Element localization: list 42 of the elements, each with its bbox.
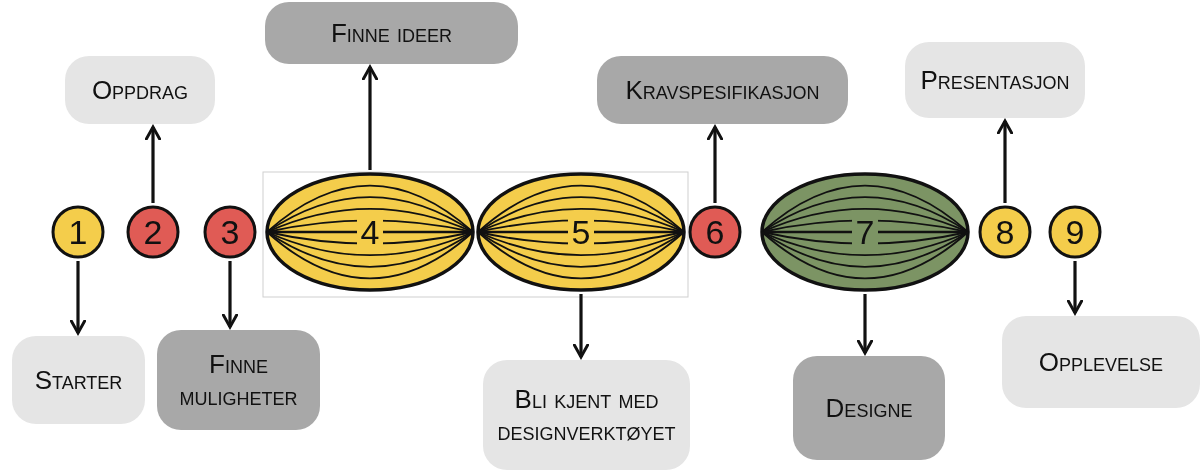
segmented-ellipse [265,172,475,292]
step-number: 6 [704,215,726,249]
step-circle [688,205,742,259]
step-number: 3 [219,215,241,249]
arrow [1066,261,1084,315]
step-circle [978,205,1032,259]
label-box [597,56,848,124]
step-label: Presentasjon [919,63,1071,97]
label-box [1002,316,1200,408]
label-box [157,330,320,430]
segmented-ellipse [760,172,970,292]
step-number: 1 [67,215,89,249]
step-circle [1048,205,1102,259]
step-label: Bli kjent med designverktøyet [496,382,677,448]
arrow [706,125,724,203]
step-label: Opplevelse [1037,345,1165,379]
label-box [905,42,1085,118]
label-box [12,336,145,424]
step-number: 2 [142,215,164,249]
arrow [996,119,1014,203]
step-label: Starter [33,363,124,397]
arrow [144,125,162,203]
step-label: Designe [824,391,914,425]
label-box [265,2,518,64]
step-circle [51,205,105,259]
arrow [856,294,874,355]
step-circle [126,205,180,259]
label-box [483,360,690,470]
arrow [361,65,379,170]
label-box [65,56,215,124]
arrow [221,261,239,329]
step-label: Finne muligheter [178,347,299,413]
arrow [69,261,87,335]
segmented-ellipse [476,172,686,292]
step-label: Oppdrag [90,73,190,107]
step-circle [203,205,257,259]
step-number: 9 [1064,215,1086,249]
arrow [572,294,590,359]
step-number: 8 [994,215,1016,249]
step-label: Finne ideer [329,16,454,50]
label-box [793,356,945,460]
step-label: Kravspesifikasjon [624,73,821,107]
